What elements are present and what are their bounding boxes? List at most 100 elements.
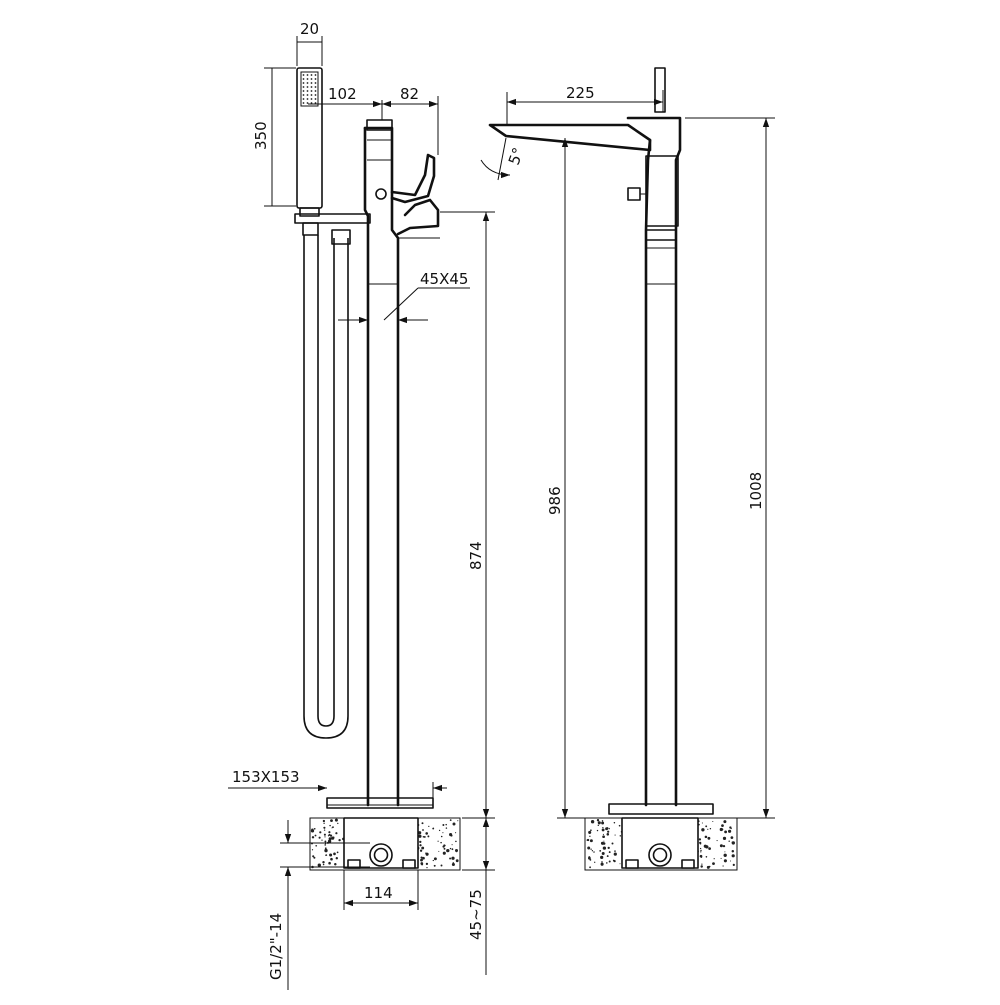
speckle (445, 827, 448, 829)
speckle (335, 832, 338, 835)
speckle (608, 827, 610, 830)
speckle (334, 862, 337, 866)
speckle (709, 828, 712, 830)
speckle (601, 821, 605, 825)
speckle (708, 847, 711, 850)
speckle (724, 830, 728, 834)
speckle (324, 848, 328, 853)
speckle (322, 863, 325, 866)
speckle (731, 854, 735, 858)
nozzle-dot (306, 90, 309, 92)
speckle (312, 855, 315, 858)
speckle (425, 832, 429, 835)
speckle (323, 826, 326, 829)
spout (488, 123, 652, 152)
speckle (432, 859, 434, 862)
speckle (587, 846, 591, 850)
speckle (599, 849, 602, 852)
dim-thread: G1/2"-14 (267, 820, 370, 990)
speckle (608, 851, 611, 854)
dim-overall-height: 1008 (685, 117, 775, 819)
dim-spout-reach: 102 82 (308, 85, 439, 155)
speckle (455, 840, 457, 843)
speckle (452, 822, 456, 826)
speckle (597, 821, 601, 825)
speckle (313, 856, 316, 859)
dim-label-350: 350 (252, 121, 270, 150)
side-view: 20 102 82 350 45X45 (228, 20, 495, 990)
speckle (455, 850, 458, 853)
speckle (698, 838, 702, 841)
speckle (420, 856, 423, 859)
speckle (419, 844, 422, 847)
speckle (586, 839, 589, 841)
nozzle-dot (310, 78, 313, 80)
speckle (722, 865, 724, 867)
speckle (314, 834, 317, 837)
speckle (721, 828, 724, 831)
speckle (619, 835, 622, 837)
speckle (603, 840, 605, 842)
speckle (596, 829, 599, 832)
speckle (440, 864, 443, 867)
speckle (707, 836, 711, 840)
speckle (428, 825, 430, 828)
speckle (700, 865, 703, 868)
speckle (449, 847, 452, 850)
dim-label-102: 102 (328, 85, 357, 103)
speckle (443, 847, 446, 850)
speckle (590, 848, 592, 850)
speckle (707, 828, 709, 830)
speckle (324, 836, 326, 838)
speckle (722, 844, 726, 848)
speckle (602, 846, 607, 850)
speckle (422, 829, 424, 831)
speckle (451, 844, 453, 846)
speckle (703, 844, 707, 848)
dim-label-install-depth: 45~75 (467, 889, 485, 940)
speckle (731, 841, 733, 843)
shower-nozzles (302, 74, 317, 104)
front-body (626, 67, 682, 807)
speckle (445, 823, 447, 826)
speckle (589, 866, 591, 869)
speckle (596, 819, 600, 822)
speckle (722, 836, 727, 841)
speckle (423, 835, 426, 838)
nozzle-dot (306, 82, 309, 84)
speckle (701, 822, 703, 824)
speckle (588, 856, 591, 860)
nozzle-dot (302, 94, 305, 96)
nozzle-dot (302, 90, 305, 92)
speckle (699, 841, 702, 844)
speckle (323, 833, 326, 836)
speckle (712, 862, 715, 865)
speckle (449, 833, 453, 837)
speckle (328, 861, 331, 865)
speckle (705, 825, 708, 828)
speckle (323, 822, 325, 825)
speckle (324, 847, 327, 850)
nozzle-dot (302, 102, 305, 104)
speckle (442, 824, 445, 826)
dim-label-1008: 1008 (747, 472, 765, 510)
speckle (704, 835, 708, 839)
speckle (433, 857, 437, 861)
dim-handshower-length: 350 (252, 67, 296, 207)
speckle (613, 852, 617, 856)
speckle (335, 857, 338, 860)
dim-spout-angle: 5° (480, 137, 528, 181)
nozzle-dot (306, 98, 309, 100)
speckle (607, 846, 610, 850)
speckle (328, 831, 331, 834)
speckle (732, 863, 735, 867)
nozzle-dot (310, 102, 313, 104)
speckle (317, 863, 321, 867)
speckle (601, 820, 604, 822)
floor-section (309, 817, 461, 871)
speckle (421, 846, 425, 850)
speckle (602, 835, 605, 839)
speckle (701, 863, 703, 865)
nozzle-dot (306, 102, 309, 104)
